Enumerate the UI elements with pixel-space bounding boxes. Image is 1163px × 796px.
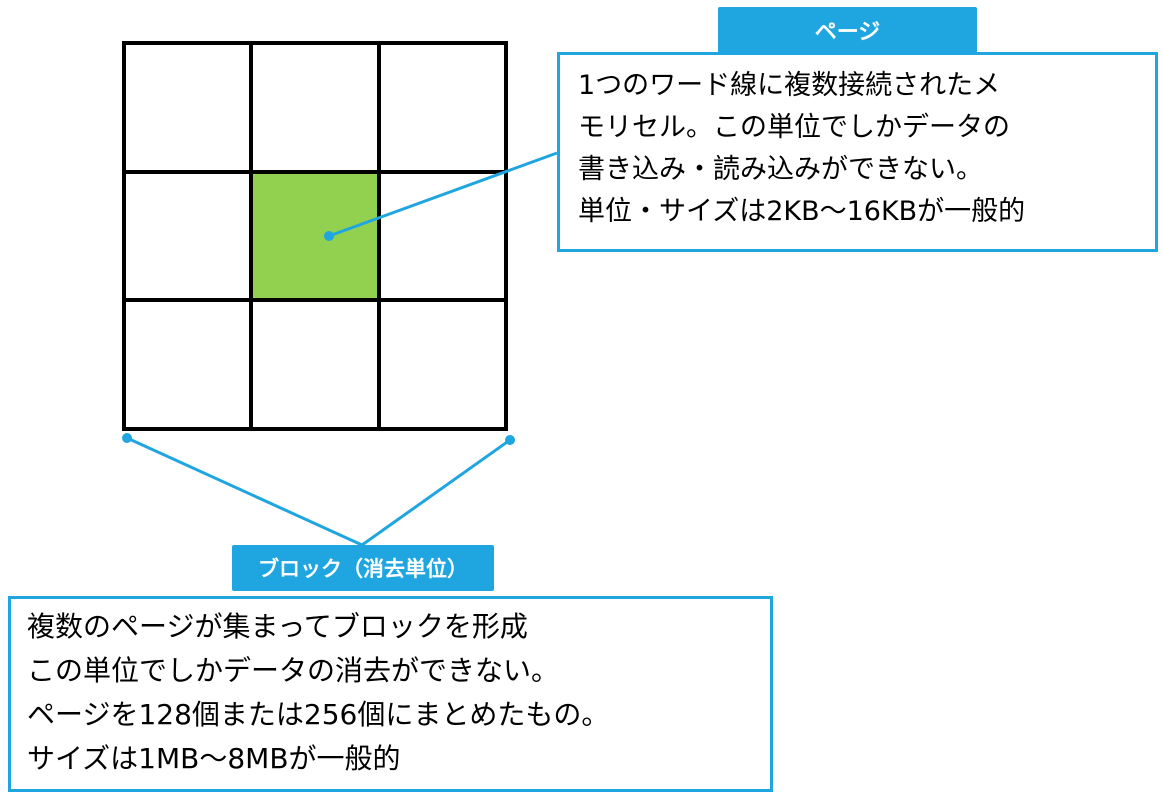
block-desc-line: 複数のページが集まってブロックを形成 [27, 610, 528, 643]
block-grid [122, 41, 508, 431]
page-cell-highlighted [251, 171, 379, 301]
block-desc-line: ページを128個または256個にまとめたもの。 [27, 698, 610, 731]
block-connector-dot-right [505, 435, 515, 445]
page-desc-line: 1つのワード線に複数接続されたメ [578, 70, 1001, 101]
block-connector-dot-left [122, 433, 132, 443]
block-desc-line: サイズは1MB～8MBが一般的 [27, 742, 401, 775]
memory-cell [124, 43, 252, 172]
page-desc-line: 単位・サイズは2KB～16KBが一般的 [578, 196, 1026, 227]
page-description-box: 1つのワード線に複数接続されたメ モリセル。この単位でしかデータの 書き込み・読… [557, 52, 1158, 252]
page-tag: ページ [718, 7, 977, 53]
memory-cell [251, 300, 379, 429]
memory-cell [251, 43, 379, 172]
page-desc-line: モリセル。この単位でしかデータの [578, 112, 1010, 143]
block-description-box: 複数のページが集まってブロックを形成 この単位でしかデータの消去ができない。 ペ… [8, 596, 773, 792]
memory-cell [378, 43, 506, 172]
memory-cell [378, 171, 506, 301]
page-desc-line: 書き込み・読み込みができない。 [578, 154, 983, 185]
block-connector-left [126, 436, 363, 547]
memory-cell [378, 300, 506, 429]
block-desc-line: この単位でしかデータの消去ができない。 [27, 654, 560, 687]
block-connector-right [361, 438, 511, 547]
memory-cell [124, 171, 252, 301]
block-tag: ブロック（消去単位） [232, 545, 494, 591]
memory-cell [124, 300, 252, 429]
